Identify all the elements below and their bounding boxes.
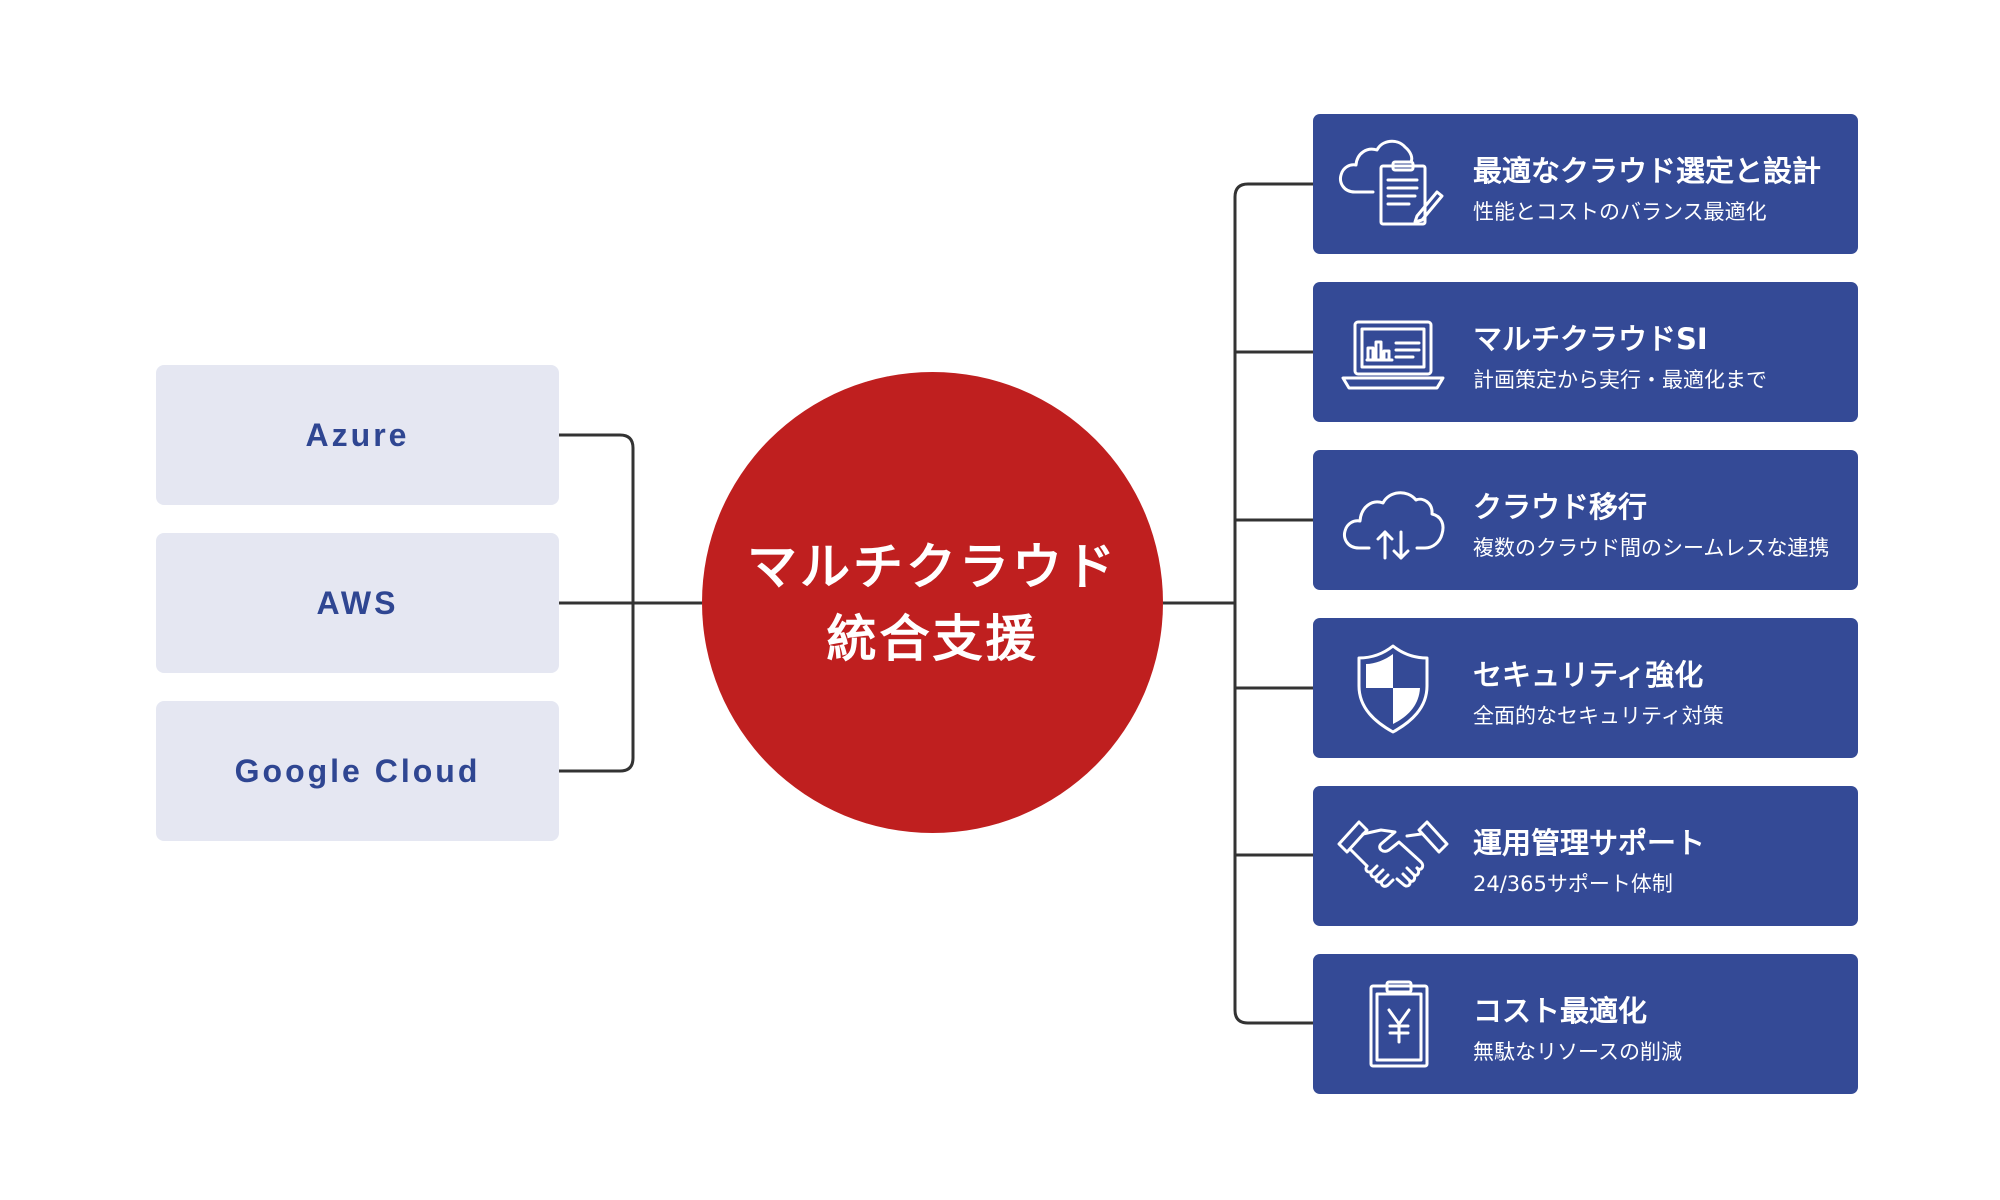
- cloud-label: Azure: [305, 416, 410, 453]
- laptop-dashboard-icon: [1337, 298, 1449, 406]
- service-desc: 性能とコストのバランス最適化: [1473, 200, 1767, 224]
- cloud-label: AWS: [316, 584, 399, 621]
- service-desc: 全面的なセキュリティ対策: [1473, 704, 1724, 728]
- hub-title-line1: マルチクラウド: [747, 537, 1118, 596]
- service-title: マルチクラウドSI: [1473, 322, 1708, 356]
- service-card-operations-support: 運用管理サポート 24/365サポート体制: [1313, 786, 1858, 926]
- service-desc: 無駄なリソースの削減: [1473, 1040, 1682, 1064]
- service-desc: 複数のクラウド間のシームレスな連携: [1473, 536, 1830, 560]
- cloud-box-aws: AWS: [156, 533, 559, 673]
- service-title: コスト最適化: [1473, 994, 1648, 1028]
- shield-icon: [1337, 634, 1449, 742]
- service-card-security: セキュリティ強化 全面的なセキュリティ対策: [1313, 618, 1858, 758]
- service-card-cloud-selection: 最適なクラウド選定と設計 性能とコストのバランス最適化: [1313, 114, 1858, 254]
- service-card-multicloud-si: マルチクラウドSI 計画策定から実行・最適化まで: [1313, 282, 1858, 422]
- service-card-cost-optimization: コスト最適化 無駄なリソースの削減: [1313, 954, 1858, 1094]
- service-title: クラウド移行: [1473, 490, 1648, 524]
- service-title: セキュリティ強化: [1473, 658, 1704, 692]
- cloud-document-icon: [1337, 130, 1449, 238]
- yen-clipboard-icon: [1337, 970, 1449, 1078]
- service-title: 最適なクラウド選定と設計: [1473, 154, 1822, 188]
- service-title: 運用管理サポート: [1473, 826, 1706, 860]
- cloud-box-google-cloud: Google Cloud: [156, 701, 559, 841]
- service-card-cloud-migration: クラウド移行 複数のクラウド間のシームレスな連携: [1313, 450, 1858, 590]
- connector-right-trunk: [1233, 182, 1313, 1025]
- service-desc: 計画策定から実行・最適化まで: [1473, 368, 1767, 392]
- cloud-label: Google Cloud: [234, 752, 481, 789]
- hub-title-line2: 統合支援: [826, 609, 1039, 668]
- hub-circle: マルチクラウド 統合支援: [702, 372, 1163, 833]
- cloud-transfer-icon: [1337, 466, 1449, 574]
- handshake-icon: [1337, 802, 1449, 910]
- cloud-box-azure: Azure: [156, 365, 559, 505]
- service-desc: 24/365サポート体制: [1473, 872, 1673, 896]
